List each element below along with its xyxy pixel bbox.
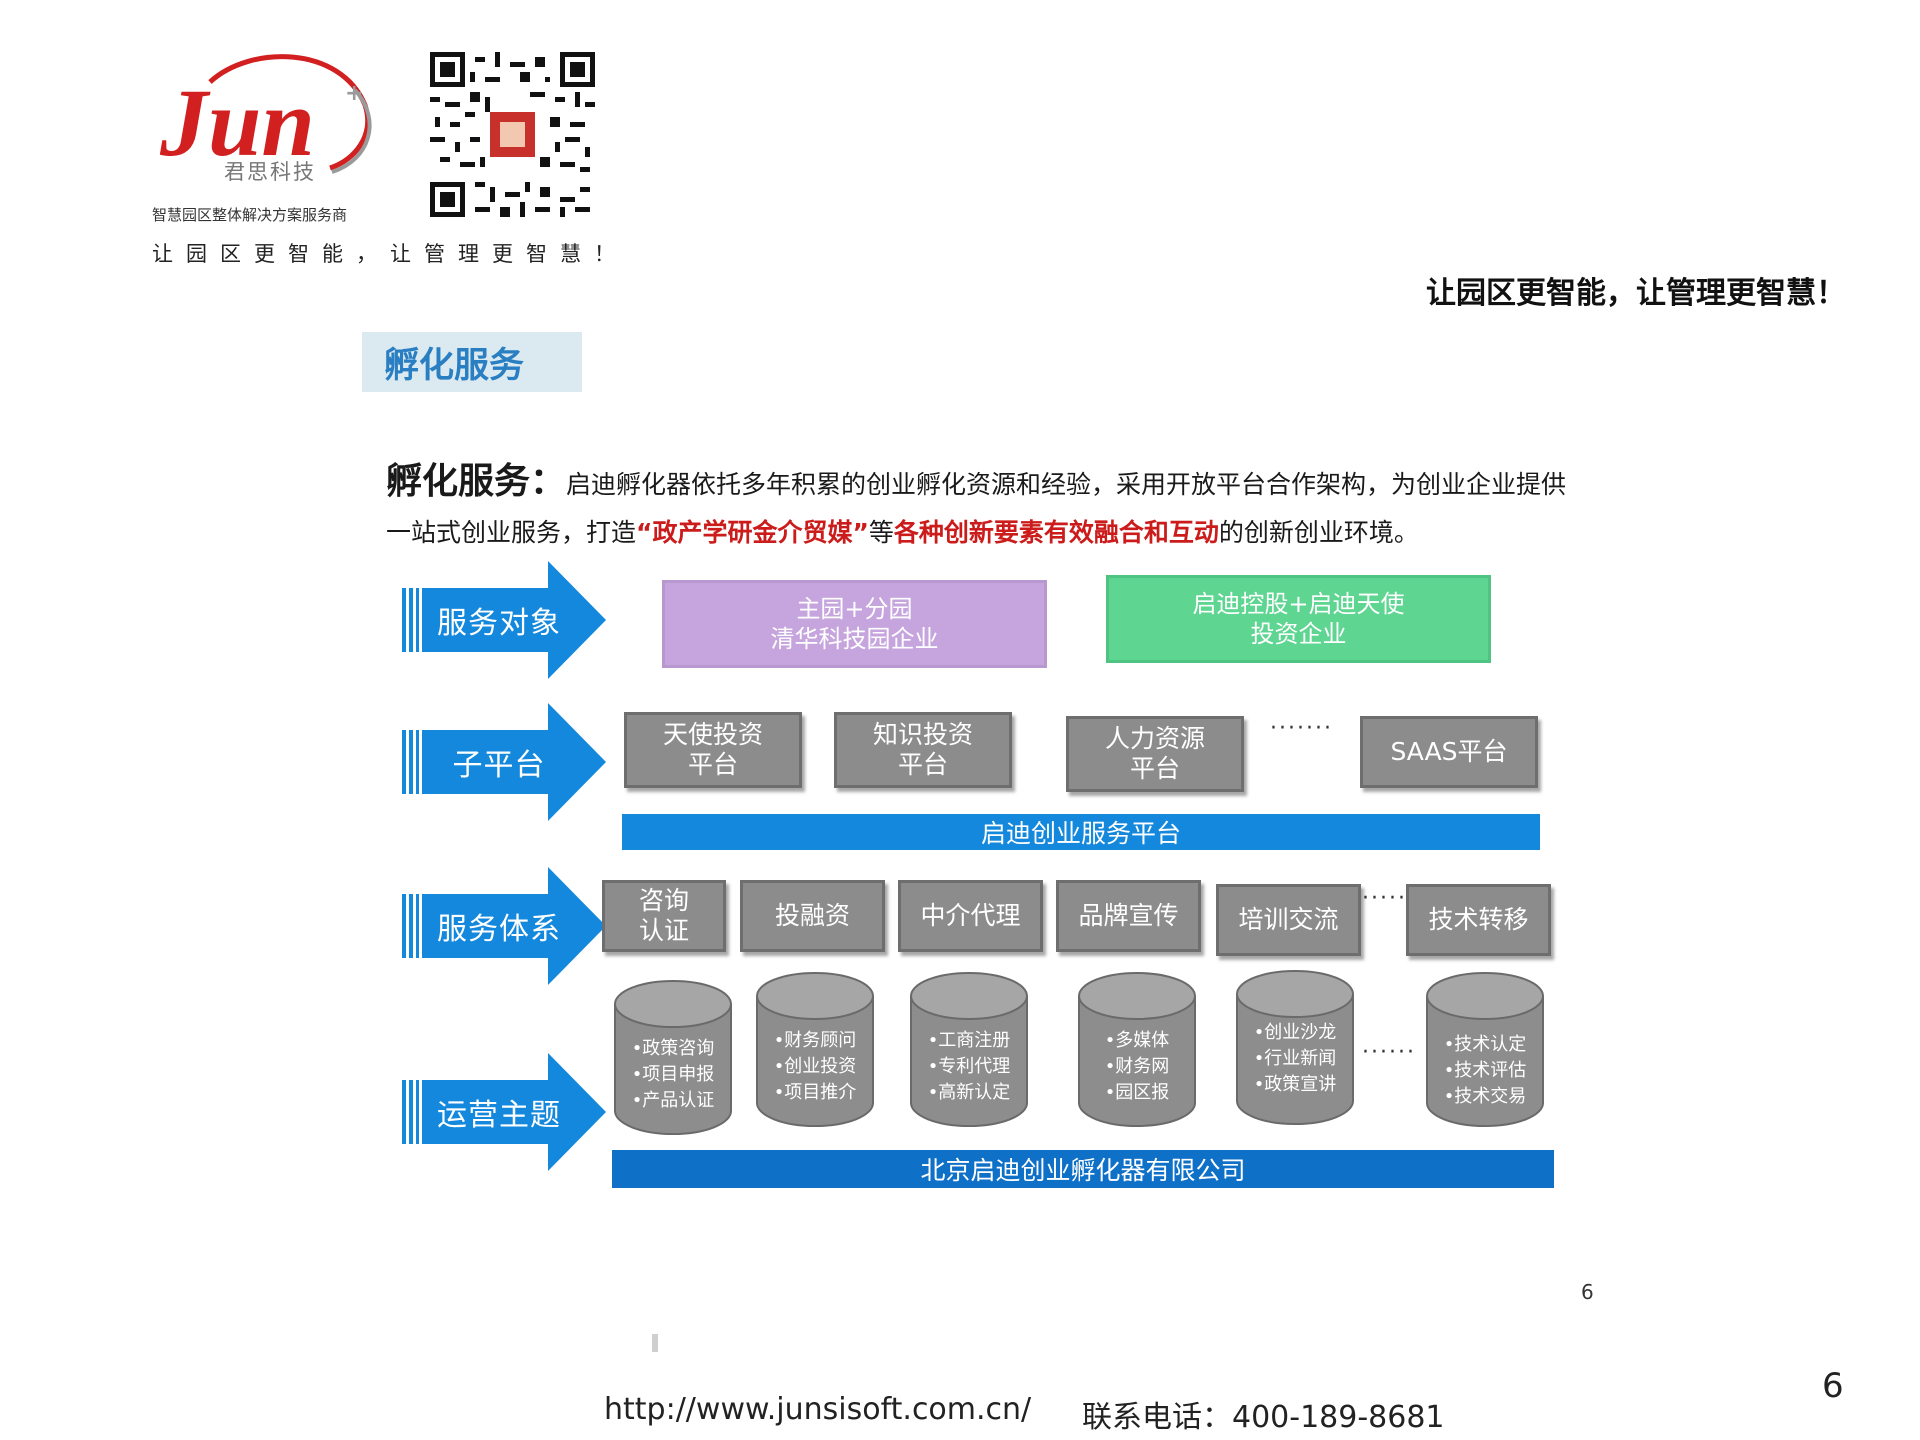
decorative-mark [652,1334,658,1352]
theme-item: •项目申报 [631,1064,715,1085]
service-branding: 品牌宣传 [1056,880,1201,952]
box-line-1: 咨询 [638,886,689,915]
box-line-2: 认证 [638,916,689,945]
row-label-service-system: 服务体系 [402,867,614,985]
arrow-right-icon [402,561,606,679]
service-training: 培训交流 [1216,884,1361,956]
row-label-text: 服务体系 [437,912,561,947]
ellipsis: ······ [1362,1040,1416,1065]
theme-item: •财务网 [1104,1056,1170,1077]
target-box-tsinghua: 主园+分园清华科技园企业 [662,580,1047,668]
arrow-right-icon [402,703,606,821]
intro-lead: 孵化服务： [386,461,567,502]
box-line-1: 品牌宣传 [1078,901,1179,930]
row-label-service-target: 服务对象 [402,561,614,679]
theme-item: •项目推介 [773,1082,857,1103]
row-label-sub-platform: 子平台 [402,703,614,821]
box-line-1: 人力资源 [1104,724,1205,753]
page-number-small: 6 [1581,1280,1594,1304]
theme-item: •专利代理 [927,1056,1011,1077]
company-tagline: 智慧园区整体解决方案服务商 [152,206,348,224]
row-label-text: 子平台 [452,748,546,783]
ellipsis: ······· [1270,716,1333,741]
row-label-text: 运营主题 [437,1098,561,1133]
platform-saas: SAAS平台 [1360,716,1538,788]
theme-item: •行业新闻 [1253,1048,1337,1069]
svg-text:+: + [345,81,363,106]
box-line-2: 平台 [897,750,948,779]
theme-item: •技术认定 [1443,1034,1527,1055]
row-label-operation-theme: 运营主题 [402,1053,614,1171]
theme-cylinder: •财务顾问 •创业投资 •项目推介 [756,972,874,1127]
target-box-tusholdings: 启迪控股+启迪天使投资企业 [1106,575,1491,663]
box-line-1: 主园+分园 [796,595,913,623]
theme-cylinder: •政策咨询 •项目申报 •产品认证 [614,980,732,1135]
junsi-logo: Jun + [160,54,372,176]
theme-item: •创业沙龙 [1253,1022,1337,1043]
company-bar: 北京启迪创业孵化器有限公司 [612,1150,1554,1188]
platform-human-resources: 人力资源平台 [1066,716,1244,792]
intro-text-3: 的创新创业环境。 [1218,518,1419,547]
page-number: 6 [1822,1366,1844,1406]
theme-item: •政策咨询 [631,1038,715,1059]
theme-cylinder: •多媒体 •财务网 •园区报 [1078,972,1196,1127]
service-consulting-certification: 咨询认证 [602,880,726,952]
theme-item: •产品认证 [631,1090,715,1111]
service-investment-financing: 投融资 [740,880,885,952]
footer-website-link[interactable]: http://www.junsisoft.com.cn/ [604,1392,1032,1427]
platform-knowledge-investment: 知识投资平台 [834,712,1012,788]
box-line-1: 投融资 [774,901,850,930]
box-line-1: 天使投资 [662,720,763,749]
theme-item: •技术交易 [1443,1086,1527,1107]
theme-item: •财务顾问 [773,1030,857,1051]
intro-highlight-2: 各种创新要素有效融合和互动 [893,518,1219,547]
ellipsis: ······ [1362,886,1416,911]
theme-item: •工商注册 [927,1030,1011,1051]
platform-angel-investment: 天使投资平台 [624,712,802,788]
arrow-right-icon [402,867,606,985]
theme-cylinder: •技术认定 •技术评估 •技术交易 [1426,972,1544,1127]
logo-subtitle: 君思科技 [224,160,316,184]
section-title: 孵化服务 [362,332,582,392]
box-line-1: 培训交流 [1238,905,1339,934]
theme-item: •创业投资 [773,1056,857,1077]
footer-phone: 联系电话：400-189-8681 [1082,1400,1445,1435]
box-line-1: 中介代理 [920,901,1021,930]
slogan-header-right: 让园区更智能，让管理更智慧！ [1426,276,1846,311]
theme-item: •技术评估 [1443,1060,1527,1081]
box-line-1: 启迪控股+启迪天使 [1192,590,1405,618]
box-line-2: 平台 [1129,754,1180,783]
slogan-spaced: 让园区更智能，让管理更智慧！ [152,242,628,266]
intro-text-2: 等 [868,518,894,547]
intro-paragraph: 孵化服务：启迪孵化器依托多年积累的创业孵化资源和经验，采用开放平台合作架构，为创… [386,458,1586,557]
theme-cylinder: •工商注册 •专利代理 •高新认定 [910,972,1028,1127]
box-line-1: SAAS平台 [1390,737,1508,766]
theme-item: •园区报 [1104,1082,1170,1103]
intro-highlight-1: “政产学研金介贸媒” [636,518,869,547]
logo-wordmark: Jun [160,69,315,176]
platform-bar-tus-service: 启迪创业服务平台 [622,814,1540,850]
service-tech-transfer: 技术转移 [1406,884,1551,956]
box-line-1: 知识投资 [872,720,973,749]
arrow-right-icon [402,1053,606,1171]
intro-text-1: 启迪孵化器依托多年积累的创业孵化资源和经验，采用开放平台合作架构，为创业企业提供… [386,470,1567,547]
box-line-2: 平台 [687,750,738,779]
row-label-text: 服务对象 [437,606,561,641]
box-line-2: 清华科技园企业 [770,625,939,653]
box-line-2: 投资企业 [1250,620,1347,648]
theme-item: •政策宣讲 [1253,1074,1337,1095]
theme-item: •多媒体 [1104,1030,1170,1051]
qr-code [430,52,595,217]
service-agency: 中介代理 [898,880,1043,952]
theme-cylinder: •创业沙龙 •行业新闻 •政策宣讲 [1236,970,1354,1125]
box-line-1: 技术转移 [1428,905,1529,934]
theme-item: •高新认定 [927,1082,1011,1103]
